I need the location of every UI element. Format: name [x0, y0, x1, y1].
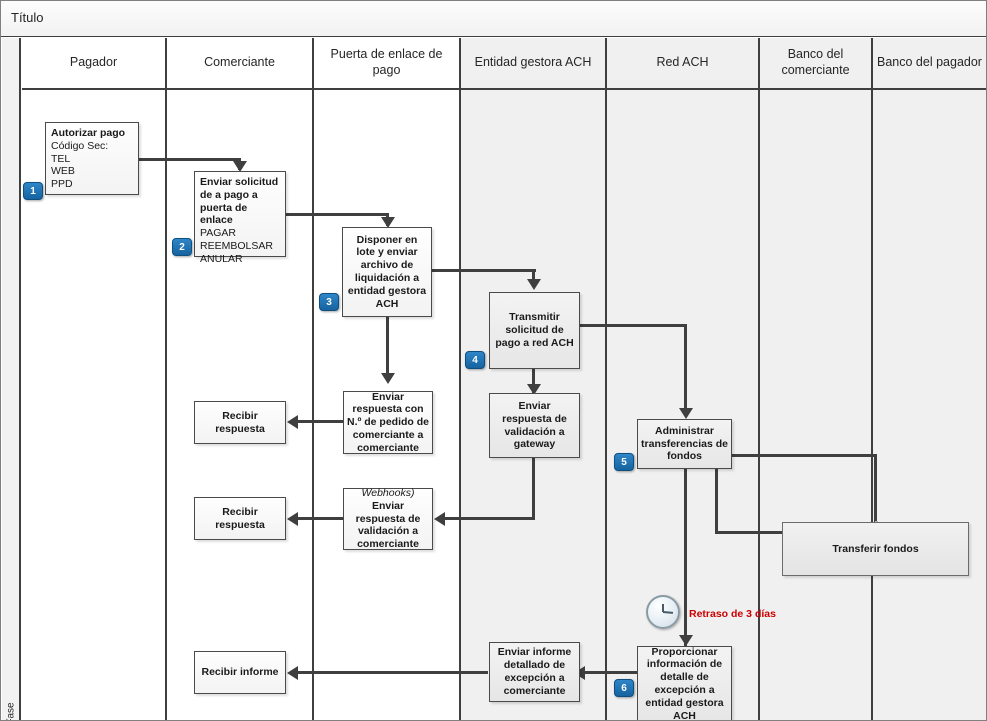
node-proporcionar-informacion-label: Proporcionar información de detalle de e…: [645, 645, 724, 721]
node-recibir-respuesta-1[interactable]: Recibir respuesta: [194, 401, 286, 444]
connector-gateway-to-comerciante-horizontal: [441, 517, 535, 520]
node-recibir-respuesta-2-label: Recibir respuesta: [215, 505, 265, 531]
node-transmitir-solicitud-label: Transmitir solicitud de pago a red ACH: [495, 311, 574, 349]
lane-header-banco-pagador: Banco del pagador: [873, 38, 986, 90]
arrowhead-respuesta-pedido-to-recibir-1: [287, 415, 298, 429]
lane-header-banco-comerciante: Banco del comerciante: [760, 38, 871, 90]
lane-comerciante: Comerciante: [167, 38, 314, 720]
node-recibir-respuesta-2[interactable]: Recibir respuesta: [194, 497, 286, 540]
node-recibir-informe[interactable]: Recibir informe: [194, 651, 286, 694]
node-transferir-fondos-label: Transferir fondos: [832, 542, 919, 555]
connector-5-to-transferir-vertical: [874, 454, 877, 526]
step-badge-6: 6: [614, 679, 634, 697]
node-validacion-comerciante-webhooks: Webhooks): [361, 487, 415, 500]
diagram-title-bar: Título: [1, 1, 986, 37]
page-title: Título: [11, 10, 44, 25]
clock-minute-hand: [662, 611, 674, 614]
lane-red-ach: Red ACH: [607, 38, 760, 720]
node-disponer-lote[interactable]: Disponer en lote y enviar archivo de liq…: [342, 227, 432, 317]
connector-5-to-6-vertical: [684, 469, 687, 646]
arrowhead-1-to-2: [233, 161, 247, 172]
delay-annotation: Retraso de 3 días: [689, 608, 776, 620]
step-badge-4: 4: [465, 351, 485, 369]
connector-informe-to-recibir-informe: [294, 671, 488, 674]
connector-transferir-to-5-horizontal: [715, 531, 785, 534]
node-enviar-solicitud-pago-option-reembolsar: REEMBOLSAR: [200, 239, 273, 252]
lane-header-pagador: Pagador: [22, 38, 165, 90]
node-autorizar-pago-option-ppd: PPD: [51, 178, 73, 191]
node-disponer-lote-label: Disponer en lote y enviar archivo de liq…: [347, 233, 427, 310]
node-enviar-respuesta-validacion-gateway[interactable]: Enviar respuesta de validación a gateway: [489, 393, 580, 458]
connector-gateway-to-comerciante-vertical: [532, 458, 535, 520]
step-badge-2: 2: [172, 238, 192, 256]
node-enviar-respuesta-validacion-gateway-label: Enviar respuesta de validación a gateway: [502, 399, 567, 451]
node-administrar-transferencias-label: Administrar transferencias de fondos: [641, 424, 728, 463]
node-recibir-respuesta-1-label: Recibir respuesta: [215, 409, 265, 435]
node-enviar-solicitud-pago[interactable]: Enviar solicitud de a pago a puerta de e…: [194, 171, 286, 265]
connector-3-to-respuesta-pedido: [386, 317, 389, 380]
arrowhead-informe-to-recibir-informe: [287, 666, 298, 680]
lane-header-comerciante: Comerciante: [167, 38, 312, 90]
node-recibir-informe-label: Recibir informe: [201, 666, 279, 679]
lane-header-entidad-gestora-ach: Entidad gestora ACH: [461, 38, 605, 90]
node-enviar-respuesta-pedido-label: Enviar respuesta con N.º de pedido de co…: [347, 390, 430, 454]
phase-column: Fase: [2, 38, 21, 721]
node-enviar-solicitud-pago-title: Enviar solicitud de a pago a puerta de e…: [200, 176, 279, 227]
connector-2-to-3-horizontal: [285, 213, 389, 216]
node-transmitir-solicitud[interactable]: Transmitir solicitud de pago a red ACH: [489, 292, 580, 369]
arrowhead-3-to-4: [527, 279, 541, 290]
lane-banco-pagador: Banco del pagador: [873, 38, 986, 720]
node-administrar-transferencias[interactable]: Administrar transferencias de fondos: [637, 419, 732, 469]
lane-entidad-gestora-ach: Entidad gestora ACH: [461, 38, 607, 720]
clock-icon: [646, 595, 680, 629]
lane-header-puerta-enlace-pago: Puerta de enlace de pago: [314, 38, 459, 90]
arrowhead-gateway-to-comerciante: [434, 512, 445, 526]
step-badge-5: 5: [614, 453, 634, 471]
arrowhead-4-to-5: [679, 408, 693, 419]
arrowhead-validacion-to-recibir-2: [287, 512, 298, 526]
node-enviar-informe-excepcion-label: Enviar informe detallado de excepción a …: [497, 646, 572, 697]
connector-transferir-to-5-vertical: [715, 461, 718, 534]
node-enviar-informe-excepcion[interactable]: Enviar informe detallado de excepción a …: [489, 642, 580, 702]
node-autorizar-pago-option-web: WEB: [51, 165, 75, 178]
node-autorizar-pago-subtitle: Código Sec:: [51, 139, 109, 152]
node-enviar-solicitud-pago-option-anular: ANULAR: [200, 252, 243, 265]
node-enviar-solicitud-pago-option-pagar: PAGAR: [200, 227, 236, 240]
arrowhead-2-to-3: [381, 217, 395, 228]
step-badge-1: 1: [23, 182, 43, 200]
node-autorizar-pago-title: Autorizar pago: [51, 127, 126, 139]
connector-5-to-transferir-horizontal: [731, 454, 877, 457]
connector-validacion-to-recibir-2: [294, 517, 344, 520]
arrowhead-5-to-6: [679, 635, 693, 646]
step-badge-3: 3: [319, 293, 339, 311]
lane-header-red-ach: Red ACH: [607, 38, 758, 90]
phase-label: Fase: [5, 702, 17, 721]
connector-4-to-5-horizontal: [579, 324, 687, 327]
arrowhead-4-to-validacion-gateway: [527, 384, 541, 395]
connector-6-to-informe-horizontal: [581, 671, 641, 674]
node-enviar-respuesta-validacion-comerciante[interactable]: Webhooks) Enviar respuesta de validación…: [343, 487, 433, 551]
node-transferir-fondos[interactable]: Transferir fondos: [782, 522, 969, 576]
connector-4-to-validacion-gateway: [532, 369, 535, 393]
lane-banco-comerciante: Banco del comerciante: [760, 38, 873, 720]
clock-hour-hand: [662, 604, 664, 612]
node-enviar-respuesta-pedido[interactable]: Enviar respuesta con N.º de pedido de co…: [343, 391, 433, 454]
node-validacion-comerciante-label: Enviar respuesta de validación a comerci…: [355, 499, 421, 551]
node-autorizar-pago-option-tel: TEL: [51, 152, 71, 165]
arrowhead-3-to-respuesta-pedido: [381, 373, 395, 384]
connector-3-to-4-vertical: [532, 269, 535, 287]
node-proporcionar-informacion[interactable]: Proporcionar información de detalle de e…: [637, 645, 732, 721]
connector-respuesta-pedido-to-recibir-1: [294, 420, 344, 423]
node-autorizar-pago[interactable]: Autorizar pago Código Sec: TEL WEB PPD: [45, 122, 139, 195]
connector-1-to-2-horizontal: [138, 158, 240, 161]
connector-4-to-5-vertical: [684, 324, 687, 416]
connector-3-to-4-horizontal: [432, 269, 536, 272]
